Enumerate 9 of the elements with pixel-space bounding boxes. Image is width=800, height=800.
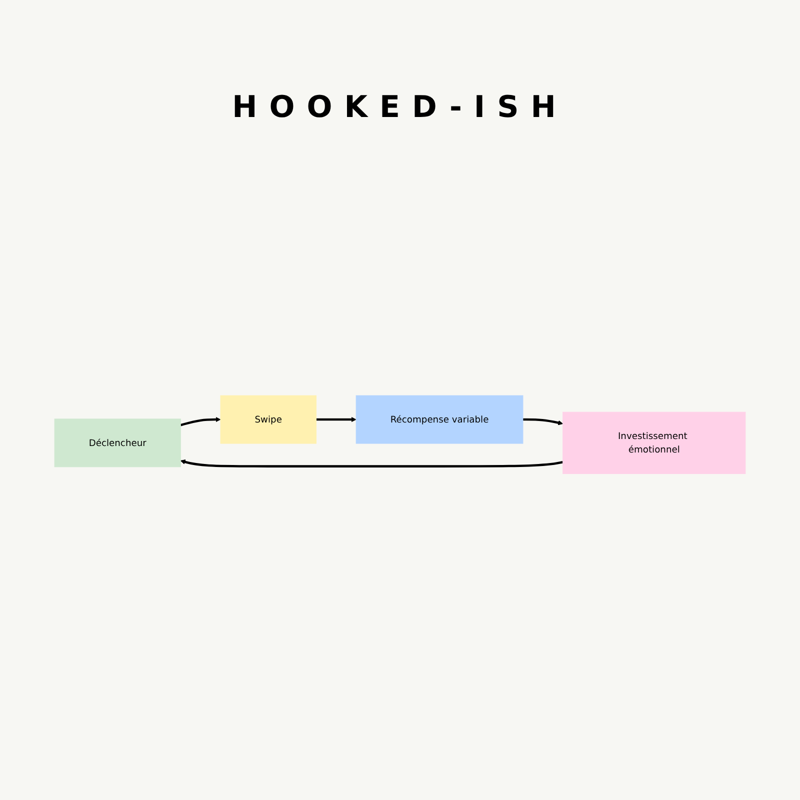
arrow	[180, 417, 221, 427]
node-box: Récompense variable	[356, 396, 524, 444]
node-box: Investissement émotionnel	[562, 412, 746, 474]
node-box: Déclencheur	[54, 419, 181, 468]
arrow	[180, 460, 564, 468]
node-box: Swipe	[220, 396, 316, 444]
arrow	[316, 417, 356, 422]
arrow	[522, 418, 564, 426]
diagram-title: HOOKED-ISH	[232, 90, 568, 125]
